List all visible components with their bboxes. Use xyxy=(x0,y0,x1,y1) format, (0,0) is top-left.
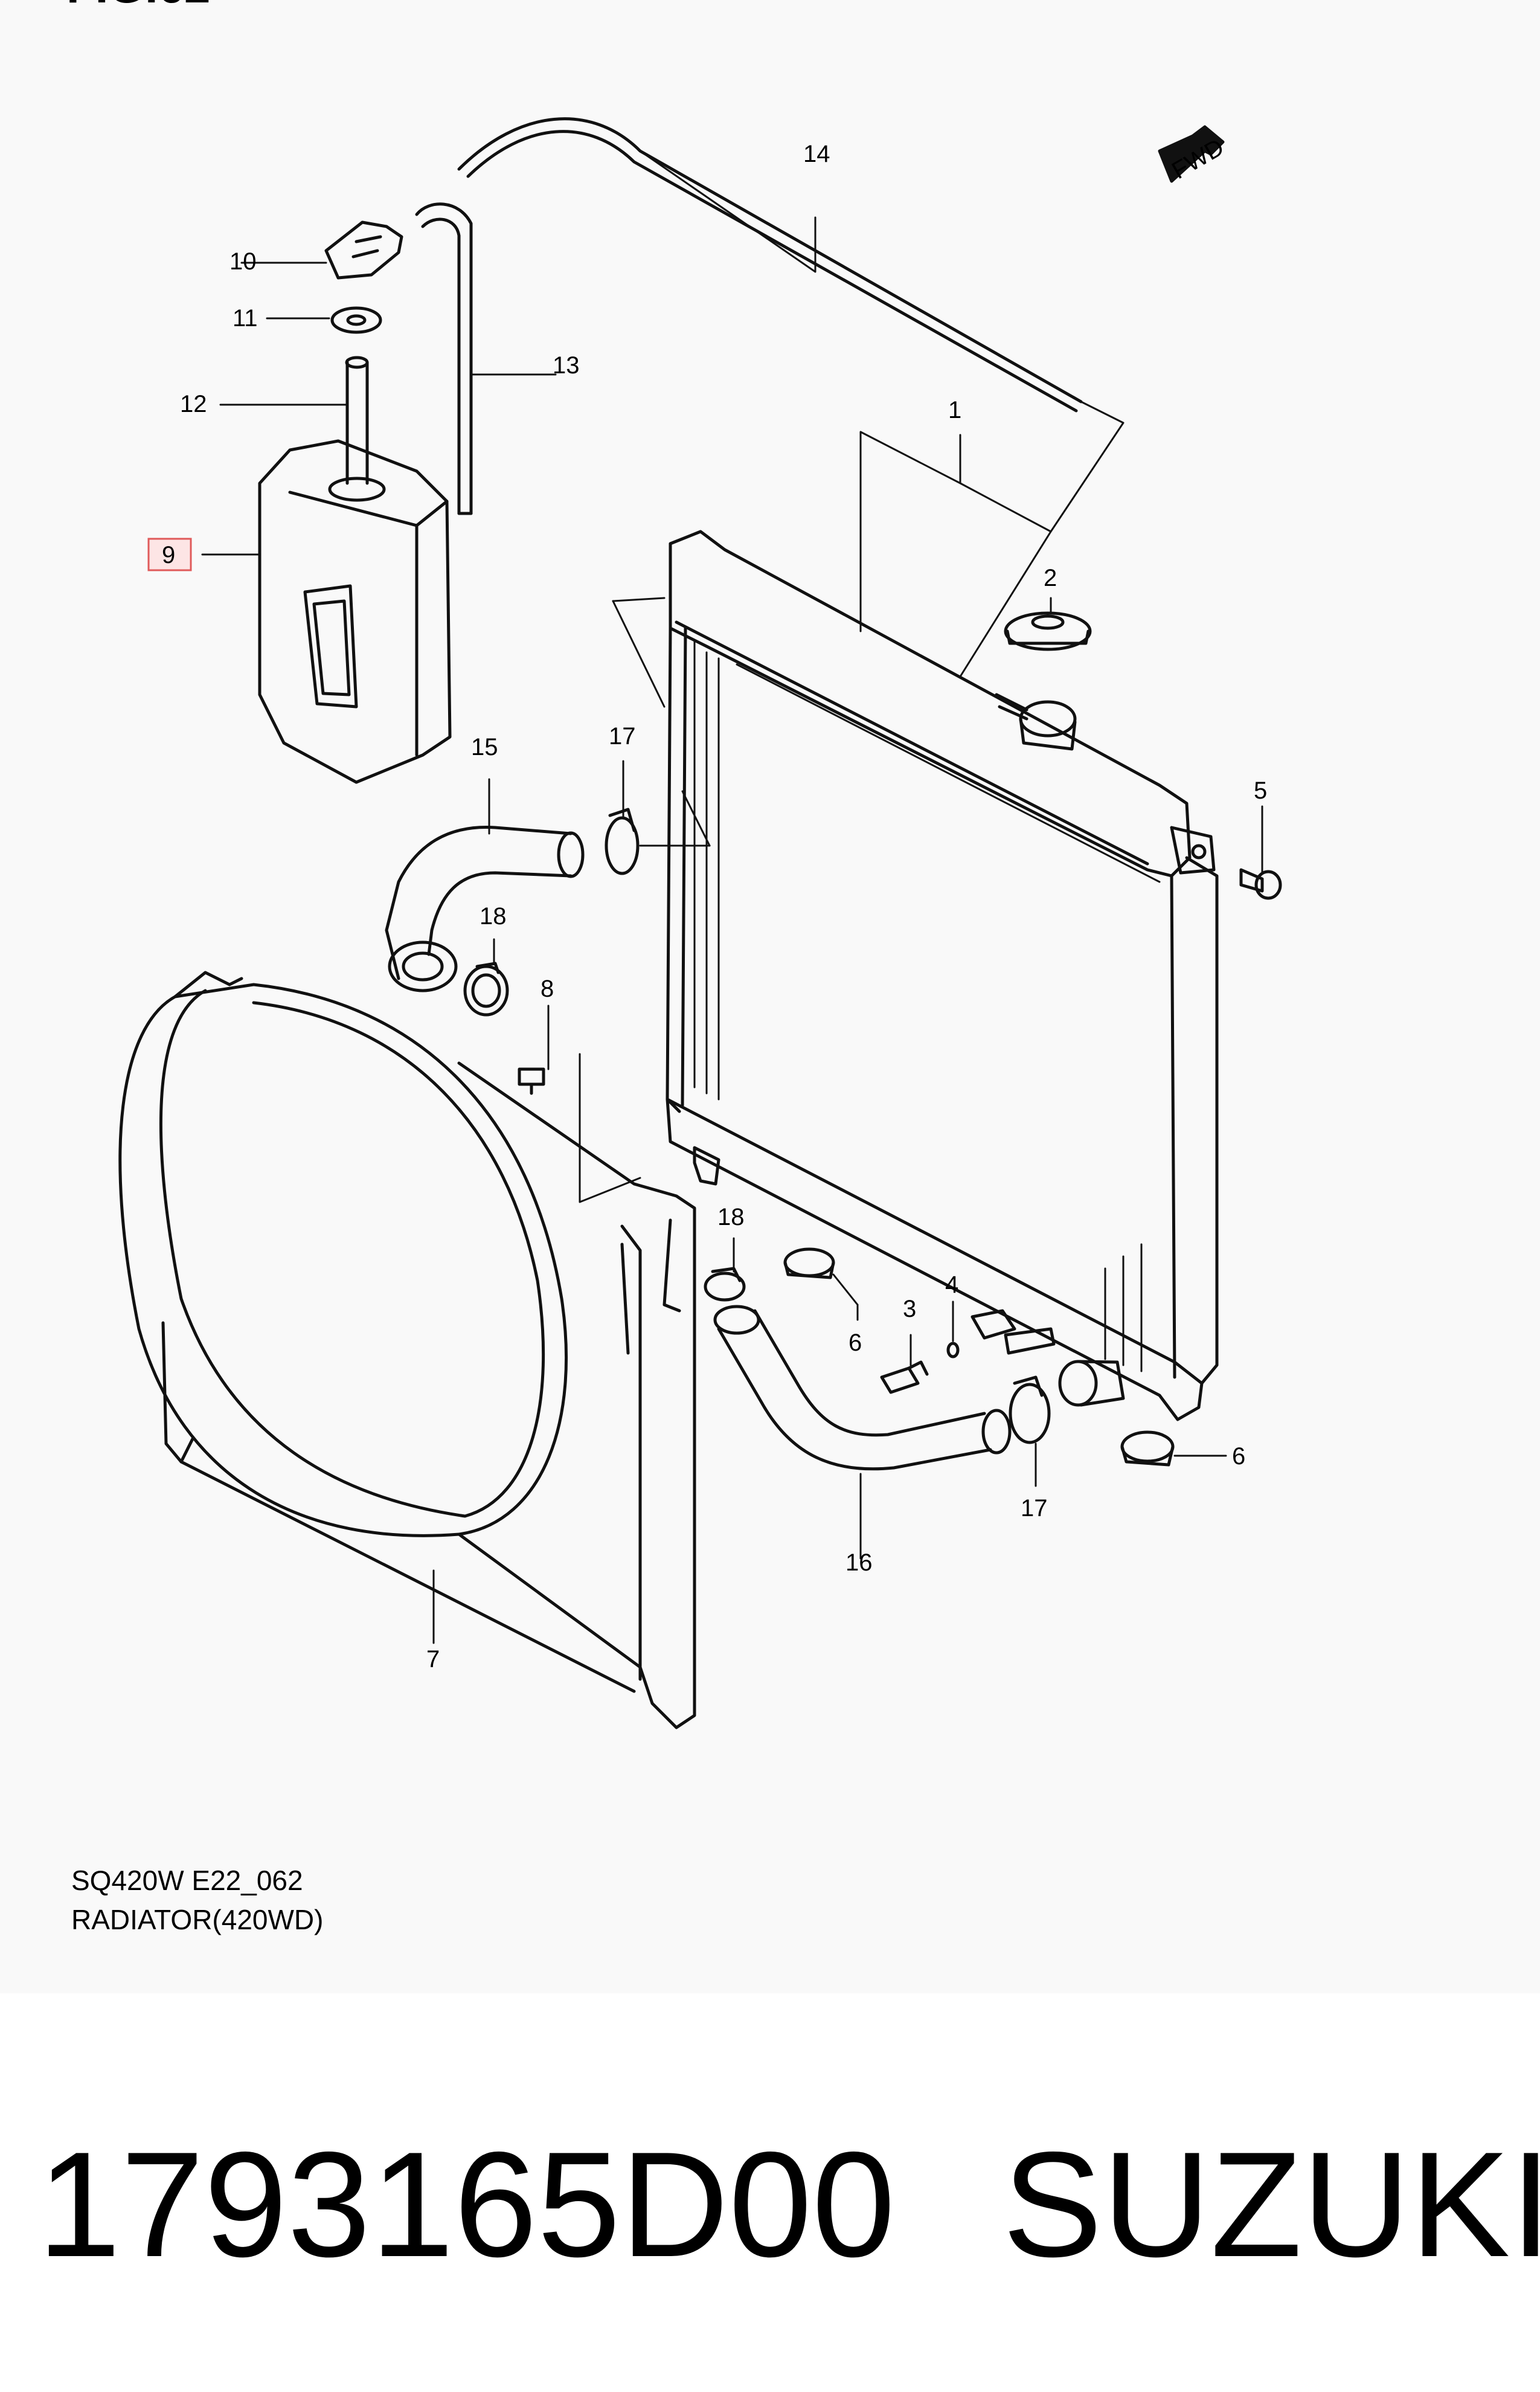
callout-12: 12 xyxy=(180,391,207,417)
diagram-code-caption: SQ420W E22_062 xyxy=(71,1865,303,1896)
callout-1: 1 xyxy=(948,397,961,423)
hose-clamp-part-18-lower xyxy=(704,1267,746,1302)
figure-label: FIG.62 xyxy=(66,0,210,10)
callout-2: 2 xyxy=(1044,565,1057,591)
hose-clamp-part-17-lower xyxy=(1009,1375,1051,1444)
callout-leader-lines xyxy=(201,150,1263,1644)
callout-15: 15 xyxy=(471,734,498,760)
callout-3: 3 xyxy=(903,1296,916,1322)
cap-gasket-part-11 xyxy=(330,306,382,334)
callout-8: 8 xyxy=(541,976,554,1002)
callout-18-upper: 18 xyxy=(480,903,507,930)
callout-5: 5 xyxy=(1254,777,1267,804)
fan-shroud-part-7 xyxy=(118,971,696,1729)
drain-cock-body xyxy=(971,1309,1056,1355)
drain-plug-part-3 xyxy=(880,1360,929,1394)
callout-11: 11 xyxy=(233,305,258,332)
diagram-title-caption: RADIATOR(420WD) xyxy=(71,1904,324,1935)
overflow-hose-part-14 xyxy=(457,117,1083,413)
callout-6-lower: 6 xyxy=(1232,1443,1245,1470)
callout-highlight-box xyxy=(147,538,192,571)
reservoir-cap-part-10 xyxy=(324,220,403,280)
callout-17-lower: 17 xyxy=(1021,1495,1048,1522)
brand-name: SUZUKI xyxy=(1003,2120,1540,2288)
rubber-mount-part-6-lower xyxy=(1120,1430,1175,1467)
callout-4: 4 xyxy=(945,1272,958,1298)
upper-hose-part-15 xyxy=(385,826,585,992)
reservoir-tank-part-9 xyxy=(258,439,452,784)
callout-6-upper: 6 xyxy=(849,1329,862,1356)
lower-hose-part-16 xyxy=(713,1305,1012,1471)
callout-9: 9 xyxy=(162,542,175,568)
callout-7: 7 xyxy=(426,1646,440,1673)
reservoir-pipe-part-12 xyxy=(328,356,386,502)
callout-13: 13 xyxy=(553,352,580,379)
callout-17-upper: 17 xyxy=(609,723,636,750)
bolt-part-5 xyxy=(1239,868,1282,900)
rubber-mount-part-6-upper xyxy=(783,1247,835,1279)
forward-arrow-icon xyxy=(1158,125,1225,183)
callout-18-lower: 18 xyxy=(717,1204,745,1230)
reservoir-hose-part-13 xyxy=(415,202,473,515)
callout-16: 16 xyxy=(845,1549,873,1576)
hose-clamp-part-18-upper xyxy=(463,962,509,1017)
o-ring-part-4 xyxy=(946,1342,960,1358)
callout-10: 10 xyxy=(229,248,257,275)
bolt-part-8 xyxy=(518,1067,545,1095)
hose-clamp-part-17-upper xyxy=(605,808,640,875)
radiator-part-1 xyxy=(666,530,1219,1421)
part-number: 1793165D00 xyxy=(37,2120,896,2288)
diagram-background xyxy=(0,0,1540,1993)
callout-14: 14 xyxy=(803,141,830,167)
radiator-cap-part-2 xyxy=(1004,611,1092,651)
